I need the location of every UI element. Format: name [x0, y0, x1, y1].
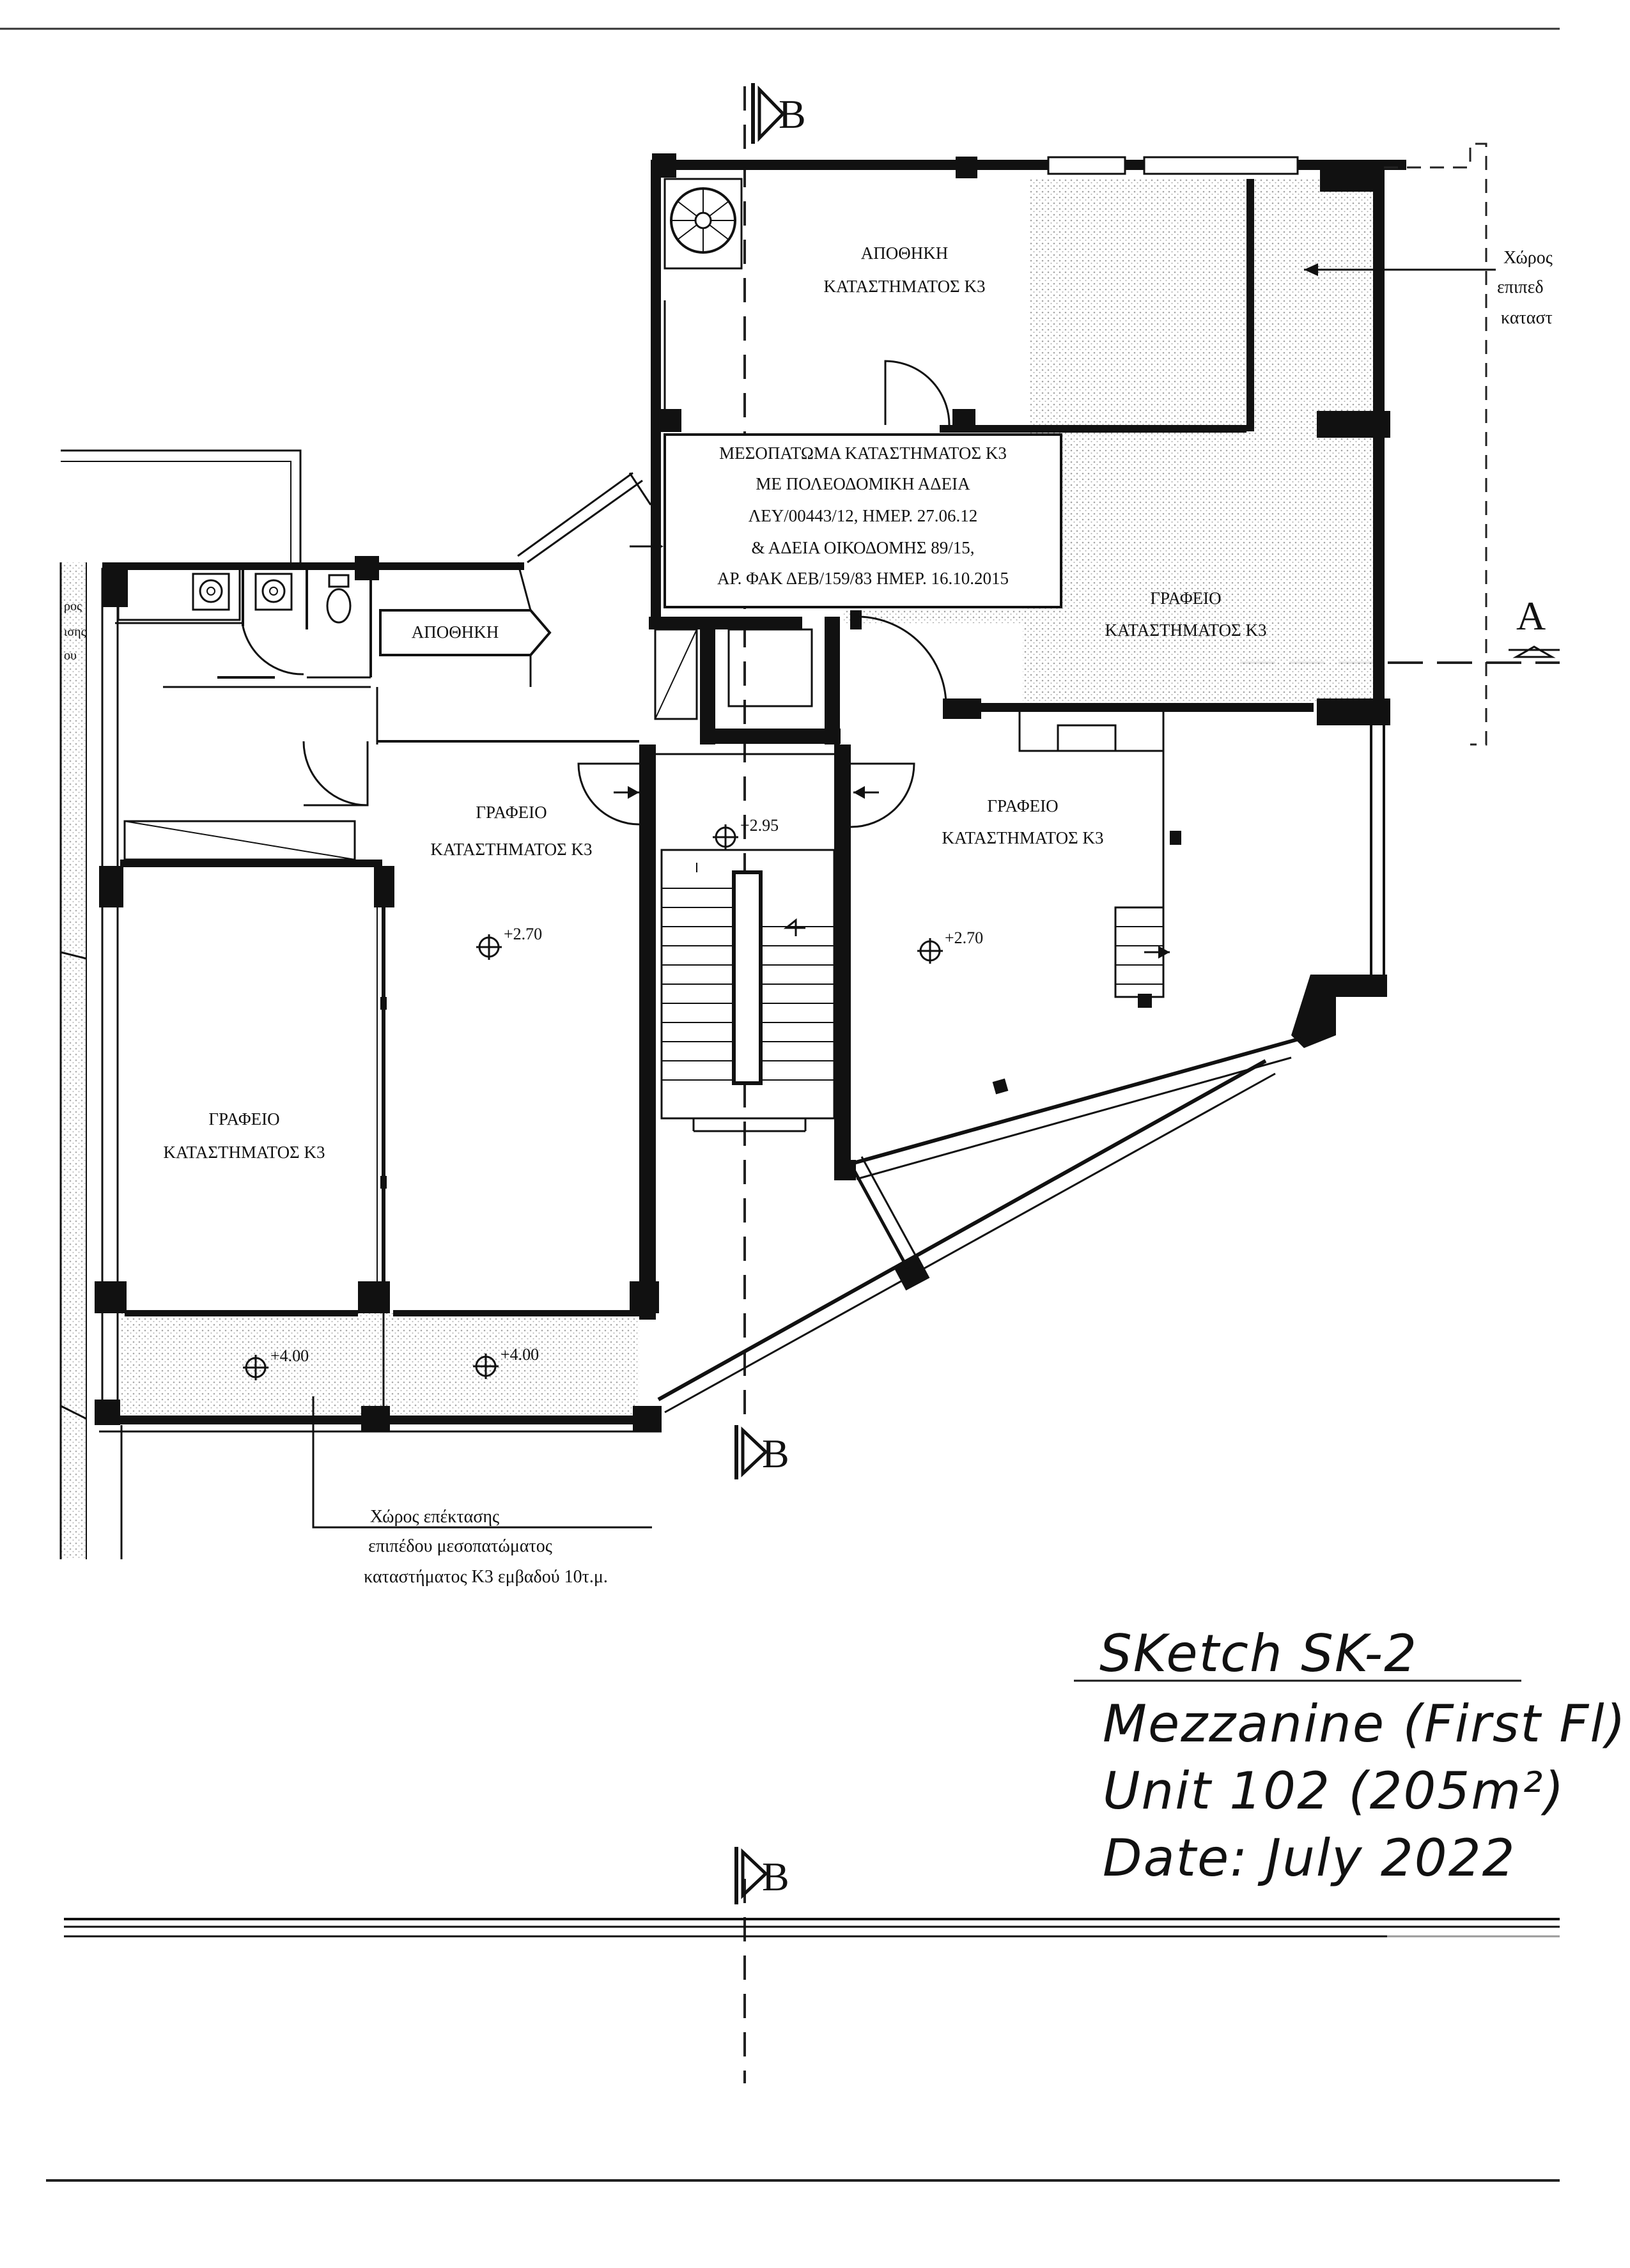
top-right-note-line-1: Χώρος [1503, 248, 1553, 268]
notes: Χώρος επέκτασης επιπέδου μεσοπατώματος κ… [64, 248, 1553, 1587]
office-right-top-label-1: ΓΡΑΦΕΙΟ [1150, 589, 1221, 608]
office-center-label-2: ΚΑΤΑΣΤΗΜΑΤΟΣ Κ3 [430, 840, 592, 859]
office-right-label-2: ΚΑΤΑΣΤΗΜΑΤΟΣ Κ3 [942, 828, 1103, 847]
office-left-label-1: ΓΡΑΦΕΙΟ [208, 1109, 279, 1129]
office-right-top-label-2: ΚΑΤΑΣΤΗΜΑΤΟΣ Κ3 [1105, 621, 1266, 640]
section-mark-b-lower: B [734, 1847, 789, 1904]
upper-block [651, 143, 1496, 746]
section-label-b-top: B [779, 91, 806, 137]
left-note-line-2: ισης [64, 625, 86, 639]
handwritten-floor: Mezzanine (First Fl) [1103, 1694, 1627, 1754]
permit-line-3: ΛΕΥ/00443/12, ΗΜΕΡ. 27.06.12 [749, 506, 978, 525]
handwritten-unit: Unit 102 (205m²) [1103, 1761, 1565, 1821]
handwritten-sketch-id: SKetch SK-2 [1099, 1624, 1418, 1683]
level-office-right: +2.70 [945, 929, 983, 947]
level-marker-balcony-right: +4.00 [473, 1345, 539, 1379]
storage-small-label: ΑΠΟΘΗΚΗ [412, 622, 499, 642]
spiral-stair [664, 178, 743, 270]
level-office-center: +2.70 [504, 925, 542, 943]
storage-k3-label-1: ΑΠΟΘΗΚΗ [861, 243, 949, 263]
level-marker-office-right: +2.70 [917, 929, 983, 964]
permit-line-2: ΜΕ ΠΟΛΕΟΔΟΜΙΚΗ ΑΔΕΙΑ [756, 474, 970, 493]
office-center-label-1: ΓΡΑΦΕΙΟ [476, 803, 547, 822]
stair-core [577, 610, 947, 1320]
level-marker-balcony-left: +4.00 [243, 1346, 309, 1380]
toilet-fixtures [192, 573, 352, 624]
section-line-a: A [1240, 593, 1560, 664]
permit-line-4: & ΑΔΕΙΑ ΟΙΚΟΔΟΜΗΣ 89/15, [752, 538, 975, 557]
left-block [59, 449, 662, 1559]
storage-k3-label-2: ΚΑΤΑΣΤΗΜΑΤΟΣ Κ3 [823, 277, 985, 296]
level-stair: +2.95 [740, 816, 779, 835]
extension-note-line-2: επιπέδου μεσοπατώματος [368, 1536, 552, 1556]
top-right-note-line-3: καταστ [1501, 308, 1553, 328]
left-note-line-1: ρος [64, 599, 82, 613]
section-mark-b-top: B [751, 83, 806, 144]
office-left-label-2: ΚΑΤΑΣΤΗΜΑΤΟΣ Κ3 [163, 1143, 325, 1162]
permit-line-5: ΑΡ. ΦΑΚ ΔΕΒ/159/83 ΗΜΕΡ. 16.10.2015 [717, 569, 1009, 588]
permit-line-1: ΜΕΣΟΠΑΤΩΜΑ ΚΑΤΑΣΤΗΜΑΤΟΣ Κ3 [719, 444, 1007, 463]
top-right-note-line-2: επιπεδ [1497, 277, 1544, 297]
section-mark-b-bottom: B [734, 1425, 789, 1479]
lower-boundary [46, 1918, 1560, 2182]
extension-note-line-1: Χώρος επέκτασης [370, 1507, 499, 1527]
level-marker-office-center: +2.70 [476, 925, 542, 960]
room-labels: ΑΠΟΘΗΚΗ ΚΑΤΑΣΤΗΜΑΤΟΣ Κ3 ΑΠΟΘΗΚΗ ΓΡΑΦΕΙΟ … [163, 243, 1266, 1162]
level-balcony-right: +4.00 [501, 1345, 539, 1364]
office-right-label-1: ΓΡΑΦΕΙΟ [987, 796, 1058, 815]
handwritten-date: Date: July 2022 [1103, 1828, 1516, 1888]
section-label-b-bottom: B [762, 1431, 789, 1476]
level-marker-stair: +2.95 [713, 816, 779, 850]
level-balcony-left: +4.00 [270, 1346, 309, 1365]
section-label-a: A [1516, 593, 1546, 638]
permit-box: ΜΕΣΟΠΑΤΩΜΑ ΚΑΤΑΣΤΗΜΑΤΟΣ Κ3 ΜΕ ΠΟΛΕΟΔΟΜΙΚ… [630, 433, 1062, 608]
handwritten-note: SKetch SK-2 Mezzanine (First Fl) Unit 10… [1074, 1624, 1627, 1888]
section-label-b-lower: B [762, 1854, 789, 1899]
level-markers: +2.95 +2.70 +2.70 +4.00 +4.00 [243, 816, 983, 1380]
right-office-block [657, 703, 1387, 1414]
extension-note-line-3: καταστήματος Κ3 εμβαδού 10τ.μ. [364, 1567, 608, 1587]
left-note-line-3: ου [64, 649, 77, 663]
